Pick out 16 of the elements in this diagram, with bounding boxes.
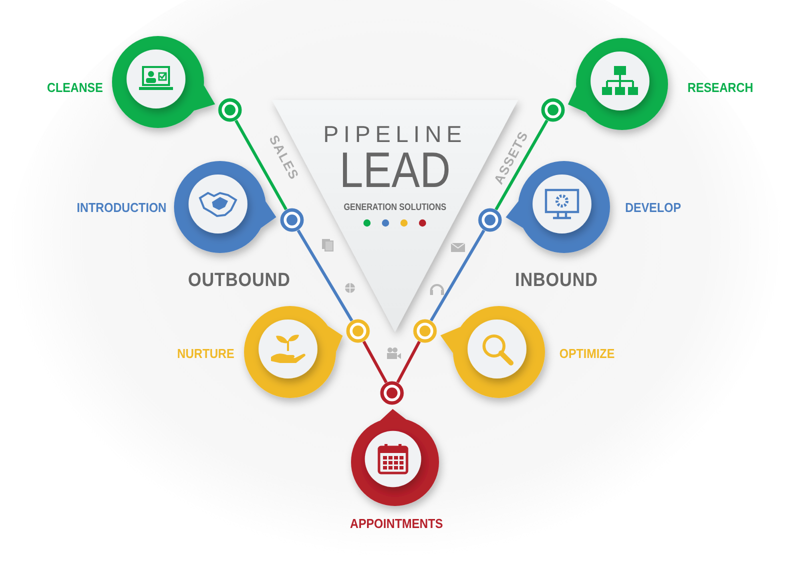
section-label: OUTBOUND xyxy=(188,270,290,292)
step-label: DEVELOP xyxy=(625,200,681,216)
step-label: NURTURE xyxy=(177,346,233,362)
step-label: RESEARCH xyxy=(688,80,750,96)
pipeline-line xyxy=(234,120,288,210)
pipeline-line xyxy=(494,120,548,210)
section-label: INBOUND xyxy=(515,270,598,292)
pipeline-line xyxy=(362,340,388,384)
step-label: INTRODUCTION xyxy=(76,200,164,216)
pipeline-line xyxy=(296,230,354,322)
step-label: CLEANSE xyxy=(47,80,101,96)
step-label: OPTIMIZE xyxy=(558,346,616,362)
subtitle-text: GENERATION SOLUTIONS xyxy=(342,203,448,213)
pipeline-line xyxy=(396,340,421,384)
step-label: APPOINTMENTS xyxy=(350,516,440,532)
pipeline-line xyxy=(430,230,486,322)
